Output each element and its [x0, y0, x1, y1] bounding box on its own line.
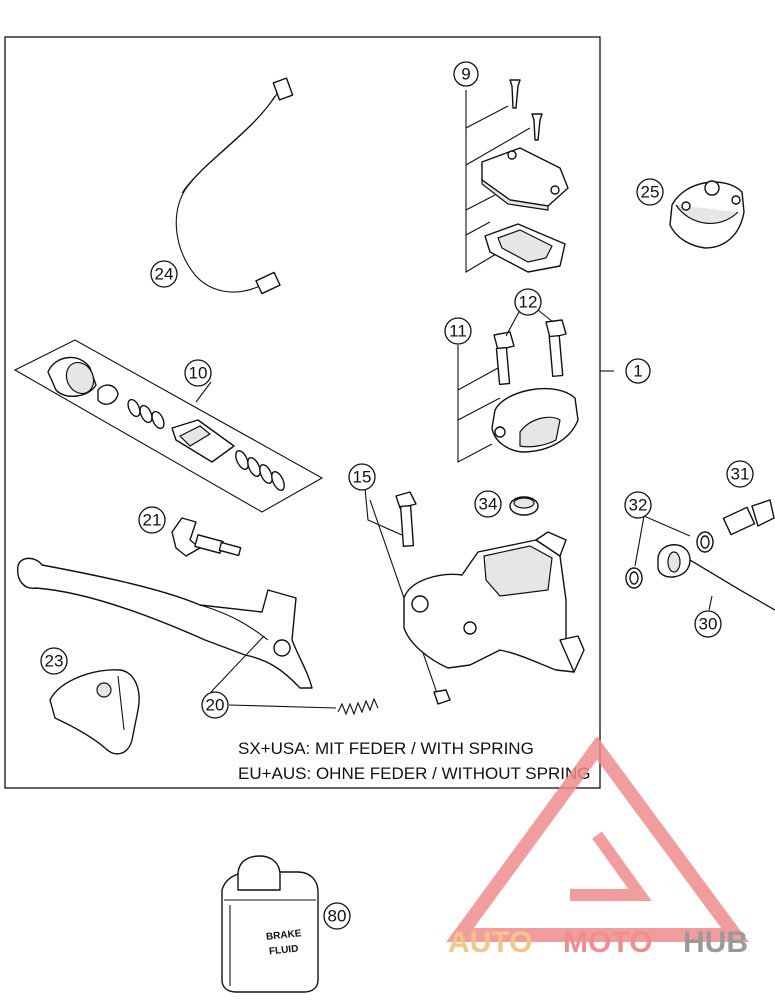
callout-21: 21 [138, 506, 166, 534]
svg-text:30: 30 [699, 615, 718, 634]
svg-text:31: 31 [731, 465, 750, 484]
callout-20: 20 [201, 691, 229, 719]
svg-text:20: 20 [206, 696, 225, 715]
svg-text:80: 80 [328, 907, 347, 926]
callout-24: 24 [150, 260, 178, 288]
watermark-moto: MOTO [563, 926, 652, 959]
watermark-hub: HUB [683, 926, 748, 959]
part-20-brake-lever [17, 557, 313, 689]
callout-80: 80 [323, 902, 351, 930]
svg-text:23: 23 [45, 652, 64, 671]
note-with-spring: SX+USA: MIT FEDER / WITH SPRING [238, 739, 534, 758]
part-23-lever-guard [49, 669, 140, 755]
part-34-cap [509, 496, 539, 516]
watermark-logo [446, 736, 749, 942]
callout-1: 1 [625, 358, 651, 384]
assembly-frame [4, 36, 601, 789]
svg-text:15: 15 [353, 468, 372, 487]
part-10-piston-kit [13, 339, 324, 513]
callout-32: 32 [624, 491, 652, 519]
part-30-brake-hose [657, 544, 775, 611]
bottle-label-line1: BRAKE [265, 928, 302, 943]
svg-text:34: 34 [479, 495, 498, 514]
part-21-adjuster [171, 517, 242, 557]
svg-text:25: 25 [641, 183, 660, 202]
part-9-reservoir-cover [465, 79, 569, 273]
watermark-auto: AUTO [448, 926, 532, 959]
svg-text:24: 24 [155, 265, 174, 284]
callout-30: 30 [694, 610, 722, 638]
bottle-label-line2: FLUID [269, 944, 299, 958]
part-11-clamp-bolts [457, 319, 579, 463]
callout-25: 25 [636, 178, 664, 206]
part-24-cable [175, 77, 294, 295]
svg-text:12: 12 [519, 293, 538, 312]
callout-10: 10 [184, 359, 212, 387]
svg-text:11: 11 [449, 322, 467, 341]
part-20-spring [337, 697, 379, 716]
callout-31: 31 [726, 460, 754, 488]
svg-text:9: 9 [461, 65, 470, 84]
master-cylinder-body [403, 531, 585, 673]
callout-12: 12 [514, 288, 542, 316]
part-31-banjo-bolt [722, 499, 775, 536]
part-80-brake-fluid: BRAKE FLUID [221, 855, 319, 993]
callout-23: 23 [40, 647, 68, 675]
note-without-spring: EU+AUS: OHNE FEDER / WITHOUT SPRING [238, 764, 590, 783]
svg-text:21: 21 [143, 511, 162, 530]
svg-text:10: 10 [189, 364, 208, 383]
callout-15: 15 [348, 463, 376, 491]
callout-34: 34 [474, 490, 502, 518]
part-25-clamp [669, 180, 745, 249]
callout-11: 11 [444, 317, 472, 345]
svg-text:1: 1 [633, 362, 642, 381]
callout-9: 9 [453, 61, 479, 87]
svg-text:32: 32 [629, 496, 648, 515]
